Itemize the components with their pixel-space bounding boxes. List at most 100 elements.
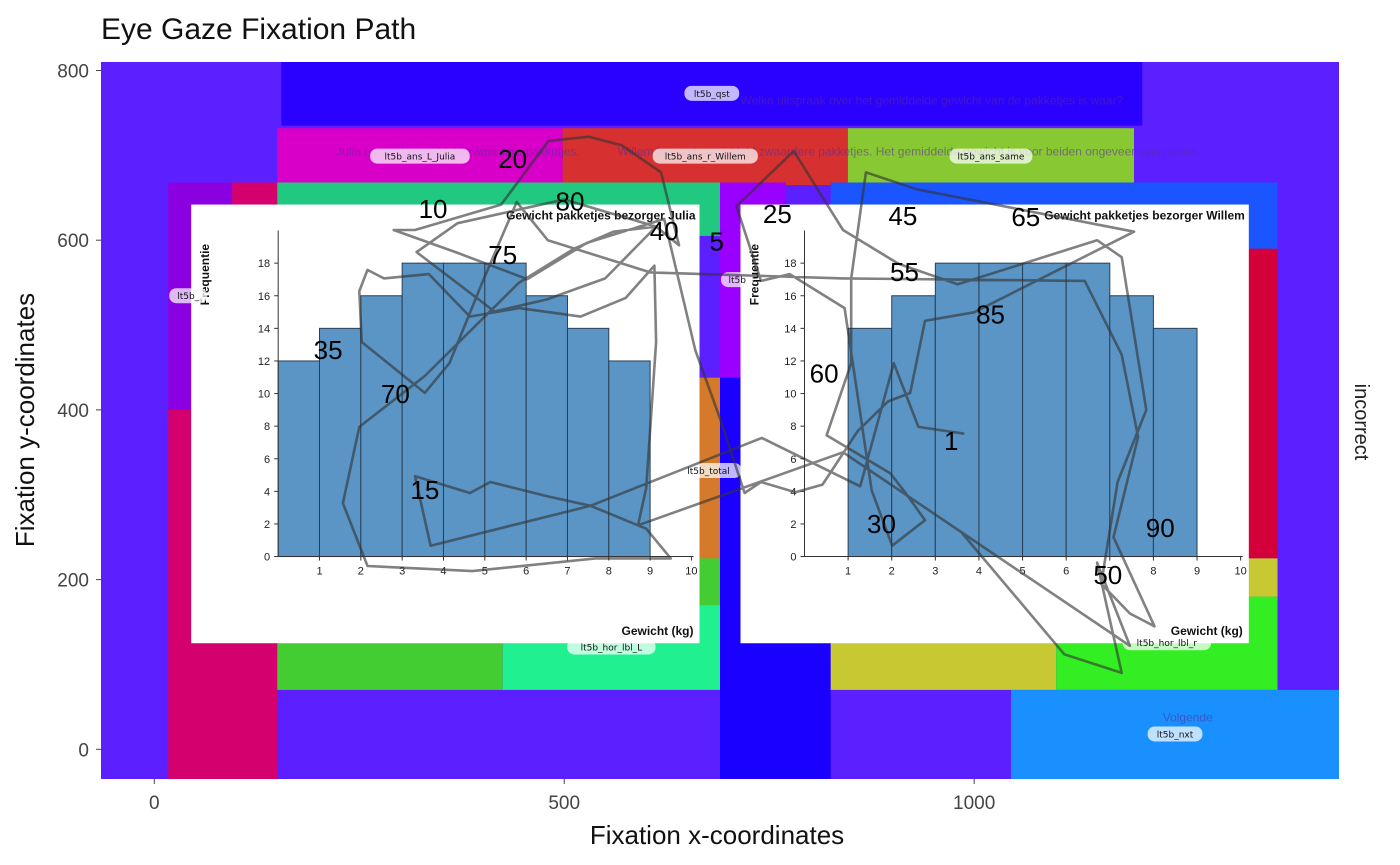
histogram-ytick-label: 8 [264,421,270,433]
aoi-label-box [684,85,740,101]
histogram-ytick-label: 2 [790,519,796,531]
y-axis-ticks: 0 200 400 600 800 [57,61,101,761]
histogram-xtick-label: 5 [1020,566,1026,578]
histogram-xtick-label: 2 [889,566,895,578]
histogram-ytick-label: 0 [264,552,270,564]
fixation-label-55: 55 [890,257,919,287]
x-tick-label: 500 [548,793,580,814]
aoi-label-box [1122,635,1212,651]
x-axis-title: Fixation x-coordinates [590,820,844,850]
x-tick-label: 1000 [953,793,995,814]
histogram-xtick-label: 3 [399,566,405,578]
aoi-label-center_orange: lt5b_total [687,467,730,477]
histogram-ytick-label: 18 [784,258,796,270]
plot-panel: Welke uitspraak over het gemiddelde gewi… [101,62,1339,779]
histogram-ytick-label: 14 [784,323,796,335]
histogram-xtick-label: 3 [932,566,938,578]
fixation-label-75: 75 [488,240,517,270]
stimulus-text: Welke uitspraak over het gemiddelde gewi… [740,93,1123,107]
fixation-label-40: 40 [650,216,679,246]
y-tick-label: 600 [57,231,89,252]
histogram-xtick-label: 6 [523,566,529,578]
aoi-label-lt5b_ans_r_Willem: lt5b_ans_r_Willem [665,153,746,163]
histogram-willem: Gewicht pakketjes bezorger WillemFrequen… [740,204,1249,644]
fixation-label-5: 5 [709,226,723,256]
histogram-bar [934,262,980,558]
histogram-ytick-label: 14 [258,323,270,335]
histogram-ytick-label: 6 [264,454,270,466]
aoi-label-lt5b_hor_lbl_L: lt5b_hor_lbl_L [581,643,643,653]
histogram-ytick-label: 10 [258,389,270,401]
stimulus-text: Het gemiddelde gewicht is voor beiden on… [876,144,1199,158]
fixation-label-80: 80 [556,186,585,216]
fixation-label-65: 65 [1011,202,1040,232]
histogram-xtick-label: 9 [647,566,653,578]
histogram-xtick-label: 7 [564,566,570,578]
fixation-label-1: 1 [944,426,958,456]
fixation-label-70: 70 [381,379,410,409]
histogram-xlabel: Gewicht (kg) [1171,624,1243,638]
histogram-xtick-label: 10 [685,566,697,578]
fixation-path-layer [341,135,1156,675]
histogram-ytick-label: 2 [264,519,270,531]
aoi-label-lt5b_ans_L_Julia: lt5b_ans_L_Julia [385,153,456,163]
fixation-label-35: 35 [314,335,343,365]
histogram-bar [847,327,893,558]
fixation-label-20: 20 [498,144,527,174]
y-axis-title: Fixation y-coordinates [10,293,40,547]
y-tick-label: 400 [57,401,89,422]
histogram-julia: Gewicht pakketjes bezorger JuliaFrequent… [191,204,700,644]
histogram-bar [360,295,403,558]
histogram-ytick-label: 10 [784,389,796,401]
aoi-label-lt5b_qst: lt5b_qst [694,90,730,100]
fixation-path [341,135,1156,675]
histogram-xtick-label: 2 [358,566,364,578]
chart-title: Eye Gaze Fixation Path [101,13,416,46]
histogram-xtick-label: 5 [482,566,488,578]
x-tick-label: 0 [149,793,160,814]
x-axis-ticks: 0 500 1000 [149,779,995,814]
fixation-label-15: 15 [410,475,439,505]
fixation-label-45: 45 [888,201,917,231]
histogram-bar [277,360,321,558]
y-tick-label: 800 [57,61,89,82]
histogram-bar [891,295,936,558]
y-tick-label: 200 [57,571,89,592]
histogram-ytick-label: 12 [784,356,796,368]
histogram-ytick-label: 8 [790,421,796,433]
histogram-xlabel: Gewicht (kg) [621,624,693,638]
histogram-xtick-label: 10 [1235,566,1247,578]
histogram-xtick-label: 1 [316,566,322,578]
histogram-ytick-label: 18 [258,258,270,270]
aoi-label-box [169,288,208,304]
histogram-bar [1022,262,1067,558]
aoi-label-center_magenta: lt5b [728,276,746,286]
histogram-ytick-label: 6 [790,454,796,466]
histogram-ytick-label: 16 [784,291,796,303]
histogram-xtick-label: 6 [1063,566,1069,578]
histogram-xtick-label: 8 [1150,566,1156,578]
histogram-bar [1109,295,1154,558]
histogram-xtick-label: 7 [1107,566,1113,578]
histogram-bar [566,327,610,558]
histogram-title: Gewicht pakketjes bezorger Willem [1044,209,1245,223]
histogram-ytick-label: 16 [258,291,270,303]
aoi-label-box [949,148,1033,164]
histogram-ytick-label: 0 [790,552,796,564]
histogram-xtick-label: 4 [976,566,982,578]
fixation-label-10: 10 [419,194,448,224]
histogram-bar [442,262,486,558]
fixation-label-90: 90 [1146,513,1175,543]
aoi-label-box [1147,726,1203,742]
histogram-xtick-label: 9 [1194,566,1200,578]
histogram-title: Gewicht pakketjes bezorger Julia [506,209,696,223]
fixation-label-30: 30 [867,509,896,539]
histogram-xtick-label: 8 [606,566,612,578]
aoi-label-lt5b_hor_lbl_r: lt5b_hor_lbl_r [1137,639,1198,649]
aoi-label-box [652,148,758,164]
histogram-xtick-label: 4 [440,566,446,578]
fixation-label-60: 60 [810,359,839,389]
y-tick-label: 0 [78,740,89,761]
fixation-label-25: 25 [763,199,792,229]
